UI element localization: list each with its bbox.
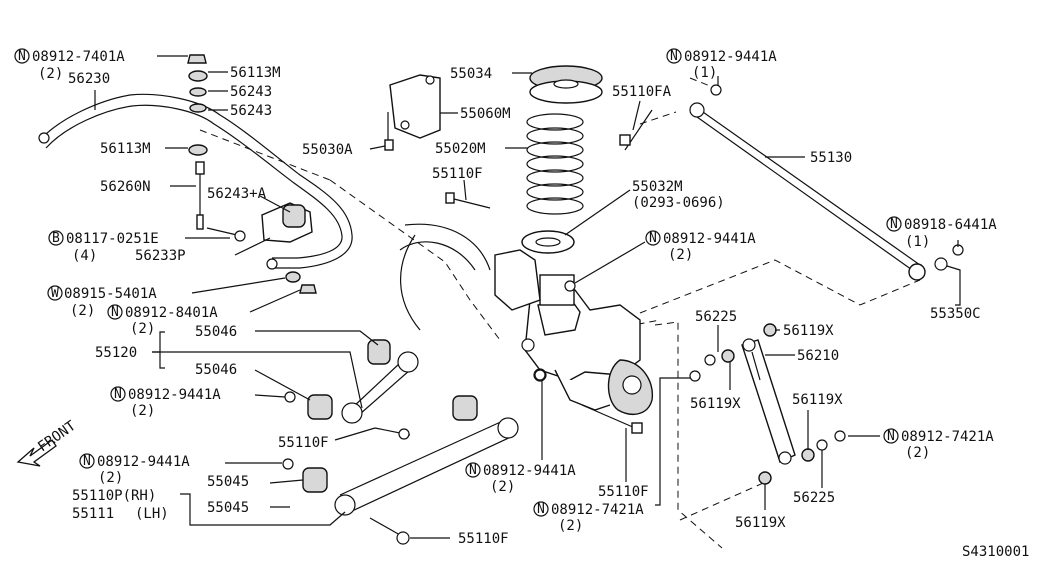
prefix-n: N	[537, 502, 545, 517]
part-label: 08912-8401A	[125, 305, 218, 321]
bolts	[445, 84, 722, 434]
part-label: 55110P(RH)	[72, 488, 156, 504]
part-label: 55020M	[435, 141, 486, 157]
stabilizer-bar	[38, 93, 353, 270]
prefix-w: W	[51, 286, 59, 301]
part-label: 08915-5401A	[64, 286, 157, 302]
part-label: 08117-0251E	[66, 231, 159, 247]
part-label: 55045	[207, 500, 249, 516]
part-label: 55030A	[302, 142, 353, 158]
qty-label: (2)	[130, 321, 155, 337]
part-label: 56260N	[100, 179, 151, 195]
front-arrow-icon	[16, 439, 57, 467]
part-label: 55130	[810, 150, 852, 166]
spring-bracket	[384, 74, 441, 151]
front-label: FRONT	[35, 418, 79, 456]
prefix-n: N	[887, 429, 895, 444]
part-label: 55046	[195, 362, 237, 378]
part-label: 55110FA	[612, 84, 672, 100]
part-label: 55110F	[598, 484, 649, 500]
part-label: 56119X	[735, 515, 786, 531]
qty-label: (2)	[98, 470, 123, 486]
part-label: 55110F	[278, 435, 329, 451]
part-label: 55045	[207, 474, 249, 490]
part-label: 55110F	[458, 531, 509, 547]
diagram-code: S4310001	[962, 544, 1029, 560]
prefix-n: N	[890, 217, 898, 232]
part-label: 56113M	[230, 65, 281, 81]
part-label: 08912-9441A	[128, 387, 221, 403]
leader-lines	[94, 55, 961, 539]
part-label: 55350C	[930, 306, 981, 322]
part-label: 56233P	[135, 248, 186, 264]
qty-label: (2)	[905, 445, 930, 461]
lateral-rod	[689, 102, 964, 281]
part-label: 55046	[195, 324, 237, 340]
prefix-n: N	[114, 387, 122, 402]
qty-label: (1)	[905, 234, 930, 250]
part-label: 55111	[72, 506, 114, 522]
part-label: 08912-9441A	[483, 463, 576, 479]
prefix-markers	[14, 48, 902, 517]
part-label: 56243	[230, 103, 272, 119]
bushing-clamp	[206, 202, 317, 294]
part-label: 56243	[230, 84, 272, 100]
part-label: 08912-9441A	[97, 454, 190, 470]
qty-label: (2)	[70, 303, 95, 319]
part-label: 55110F	[432, 166, 483, 182]
qty-label: (2)	[668, 247, 693, 263]
lower-link	[282, 395, 519, 545]
part-label: 56119X	[792, 392, 843, 408]
part-label: 56230	[68, 71, 110, 87]
upper-link	[284, 339, 419, 440]
qty-label: (4)	[72, 248, 97, 264]
part-label: 08912-9441A	[684, 49, 777, 65]
qty-label: (2)	[38, 66, 63, 82]
part-label: 08918-6441A	[904, 217, 997, 233]
frame-arcs	[399, 223, 541, 331]
part-label: 56113M	[100, 141, 151, 157]
part-label: 56225	[793, 490, 835, 506]
prefix-n: N	[670, 49, 678, 64]
prefix-n: N	[83, 454, 91, 469]
part-label: 55034	[450, 66, 492, 82]
part-label: 55120	[95, 345, 137, 361]
part-label: 56243+A	[207, 186, 267, 202]
part-label: 08912-9441A	[663, 231, 756, 247]
qty-label: (2)	[490, 479, 515, 495]
part-label: 08912-7421A	[901, 429, 994, 445]
prefix-n: N	[469, 463, 477, 478]
qty-label: (2)	[558, 518, 583, 534]
part-label: 56119X	[690, 396, 741, 412]
prefix-b: B	[52, 231, 60, 246]
qty-label: (2)	[130, 403, 155, 419]
shock-absorber	[689, 323, 846, 485]
part-label: 56225	[695, 309, 737, 325]
qty-label: (1)	[692, 65, 717, 81]
prefix-n: N	[111, 305, 119, 320]
stabilizer-hardware	[187, 54, 208, 230]
axle-housing	[521, 274, 654, 416]
part-label: 56119X	[783, 323, 834, 339]
part-label: 55060M	[460, 106, 511, 122]
part-label: (0293-0696)	[632, 195, 725, 211]
part-label: 08912-7401A	[32, 49, 125, 65]
prefix-n: N	[18, 49, 26, 64]
prefix-n: N	[649, 231, 657, 246]
part-label: 56210	[797, 348, 839, 364]
coil-spring	[521, 65, 603, 254]
part-label: (LH)	[135, 506, 169, 522]
part-label: 55032M	[632, 179, 683, 195]
part-label: 08912-7421A	[551, 502, 644, 518]
